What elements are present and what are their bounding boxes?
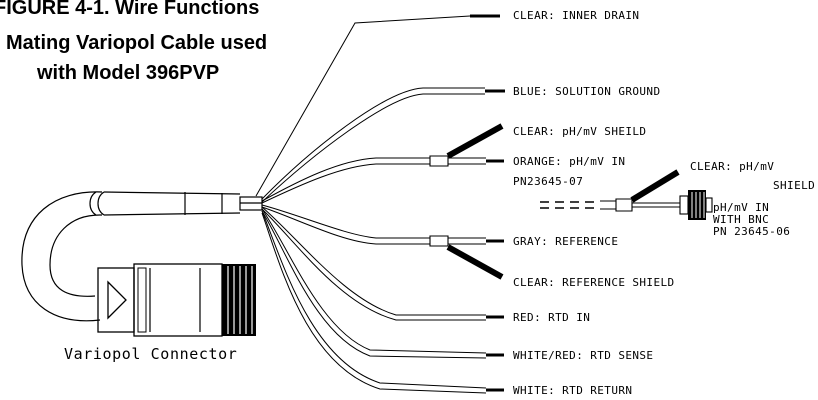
connector-label: Variopol Connector xyxy=(64,345,237,363)
cable-curve-outer xyxy=(21,191,103,322)
ref-shield-sleeve xyxy=(429,235,449,247)
ph-shield-sleeve xyxy=(429,155,449,167)
bnc-shield-label-line-2: SHIELD xyxy=(773,179,815,192)
label-rtd-in: RED: RTD IN xyxy=(513,311,590,324)
wire-labels: CLEAR: INNER DRAIN BLUE: SOLUTION GROUND… xyxy=(513,9,675,397)
wire-solution-ground-b xyxy=(261,93,485,203)
wire-ref-a xyxy=(261,204,430,239)
bnc-cable-detail: CLEAR: pH/mV SHIELD pH/mV IN WITH BNC PN… xyxy=(540,160,815,238)
figure-title-line-3: with Model 396PVP xyxy=(37,62,220,84)
label-inner-drain: CLEAR: INNER DRAIN xyxy=(513,9,639,22)
label-ph-in: ORANGE: pH/mV IN xyxy=(513,155,625,168)
bnc-in-label-line-3: PN 23645-06 xyxy=(713,225,790,238)
connector-knurl-lines xyxy=(227,266,253,334)
label-reference-shield: CLEAR: REFERENCE SHIELD xyxy=(513,276,675,289)
label-reference: GRAY: REFERENCE xyxy=(513,235,618,248)
bnc-in-label-line-2: WITH BNC xyxy=(713,213,769,226)
variopol-connector: Variopol Connector xyxy=(64,263,256,363)
ph-shield-drain xyxy=(446,123,504,159)
wire-inner-drain xyxy=(255,15,471,197)
bnc-knurled-body xyxy=(688,190,706,220)
wire-ref-b xyxy=(261,206,430,245)
wire-rtd-sense-b xyxy=(261,210,487,359)
label-solution-ground: BLUE: SOLUTION GROUND xyxy=(513,85,660,98)
cable-jacket xyxy=(21,191,263,322)
cable-curve-inner xyxy=(49,214,103,297)
connector-ring xyxy=(137,267,147,333)
label-ph-shield: CLEAR: pH/mV SHEILD xyxy=(513,125,646,138)
connector-main-body xyxy=(133,263,223,337)
label-rtd-sense: WHITE/RED: RTD SENSE xyxy=(513,349,653,362)
wire-rtd-in-b xyxy=(261,208,486,321)
wire-ph-b xyxy=(261,163,430,204)
wire-solution-ground-a xyxy=(261,87,485,200)
figure-title-line-2: Mating Variopol Cable used xyxy=(6,32,268,54)
wire-rtd-sense-a xyxy=(261,208,487,354)
jacket-bottom xyxy=(103,212,241,216)
bnc-shield-label-line-1: CLEAR: pH/mV xyxy=(690,160,774,173)
label-rtd-return: WHITE: RTD RETURN xyxy=(513,384,632,397)
connector-knurled-nut xyxy=(222,264,256,336)
bnc-tip xyxy=(705,197,713,213)
wire-rtd-in-a xyxy=(261,206,486,316)
wire-rtd-return-a xyxy=(261,210,487,389)
ref-shield-drain xyxy=(446,244,504,280)
bnc-in-label-line-1: pH/mV IN xyxy=(713,201,769,214)
bnc-rear-ferrule xyxy=(679,195,689,215)
bnc-shield-drain xyxy=(630,169,680,203)
connector-rear-body xyxy=(97,267,135,333)
label-ph-in-pn: PN23645-07 xyxy=(513,175,583,188)
wire-fanout xyxy=(255,14,505,394)
wire-rtd-return-b xyxy=(261,212,487,394)
bnc-knurl-lines xyxy=(691,192,705,218)
cable-break-right xyxy=(97,191,105,216)
bnc-shield-sleeve xyxy=(615,198,633,212)
jacket-top xyxy=(103,191,241,195)
connector-key-triangle xyxy=(107,280,127,320)
cable-break-left xyxy=(89,191,97,216)
figure-title-line-1: FIGURE 4-1. Wire Functions xyxy=(0,0,260,19)
wire-ph-a xyxy=(261,157,430,202)
